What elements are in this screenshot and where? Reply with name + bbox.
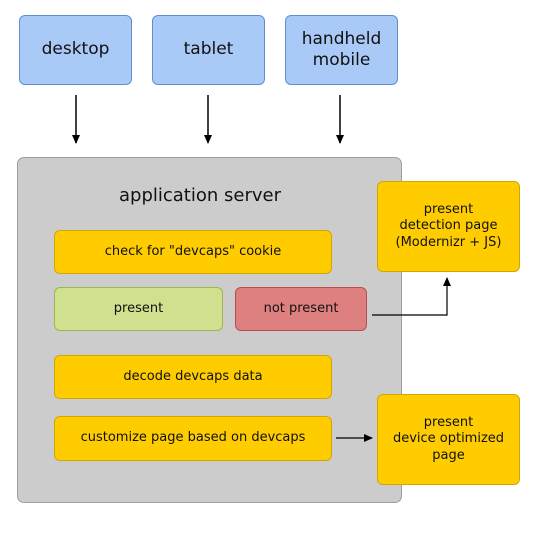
optimized-page-label: present device optimized page xyxy=(392,415,505,463)
application-server-title: application server xyxy=(119,185,281,206)
check-cookie-step: check for "devcaps" cookie xyxy=(54,230,332,274)
not-present-box: not present xyxy=(235,287,367,331)
tablet-label: tablet xyxy=(183,39,234,60)
customize-step: customize page based on devcaps xyxy=(54,416,332,461)
handheld-mobile-label: handheld mobile xyxy=(301,28,382,70)
not-present-label: not present xyxy=(263,300,339,316)
decode-step: decode devcaps data xyxy=(54,355,332,399)
present-box: present xyxy=(54,287,223,331)
detection-page-box: present detection page (Modernizr + JS) xyxy=(377,181,520,272)
desktop-label: desktop xyxy=(41,39,110,60)
decode-label: decode devcaps data xyxy=(123,368,263,384)
customize-label: customize page based on devcaps xyxy=(80,430,306,446)
detection-page-label: present detection page (Modernizr + JS) xyxy=(395,202,502,250)
desktop-box: desktop xyxy=(19,15,132,85)
handheld-mobile-box: handheld mobile xyxy=(285,15,398,85)
tablet-box: tablet xyxy=(152,15,265,85)
present-label: present xyxy=(113,300,164,316)
optimized-page-box: present device optimized page xyxy=(377,394,520,485)
check-cookie-label: check for "devcaps" cookie xyxy=(104,243,282,259)
not-present-to-detection-arrow xyxy=(372,277,451,316)
